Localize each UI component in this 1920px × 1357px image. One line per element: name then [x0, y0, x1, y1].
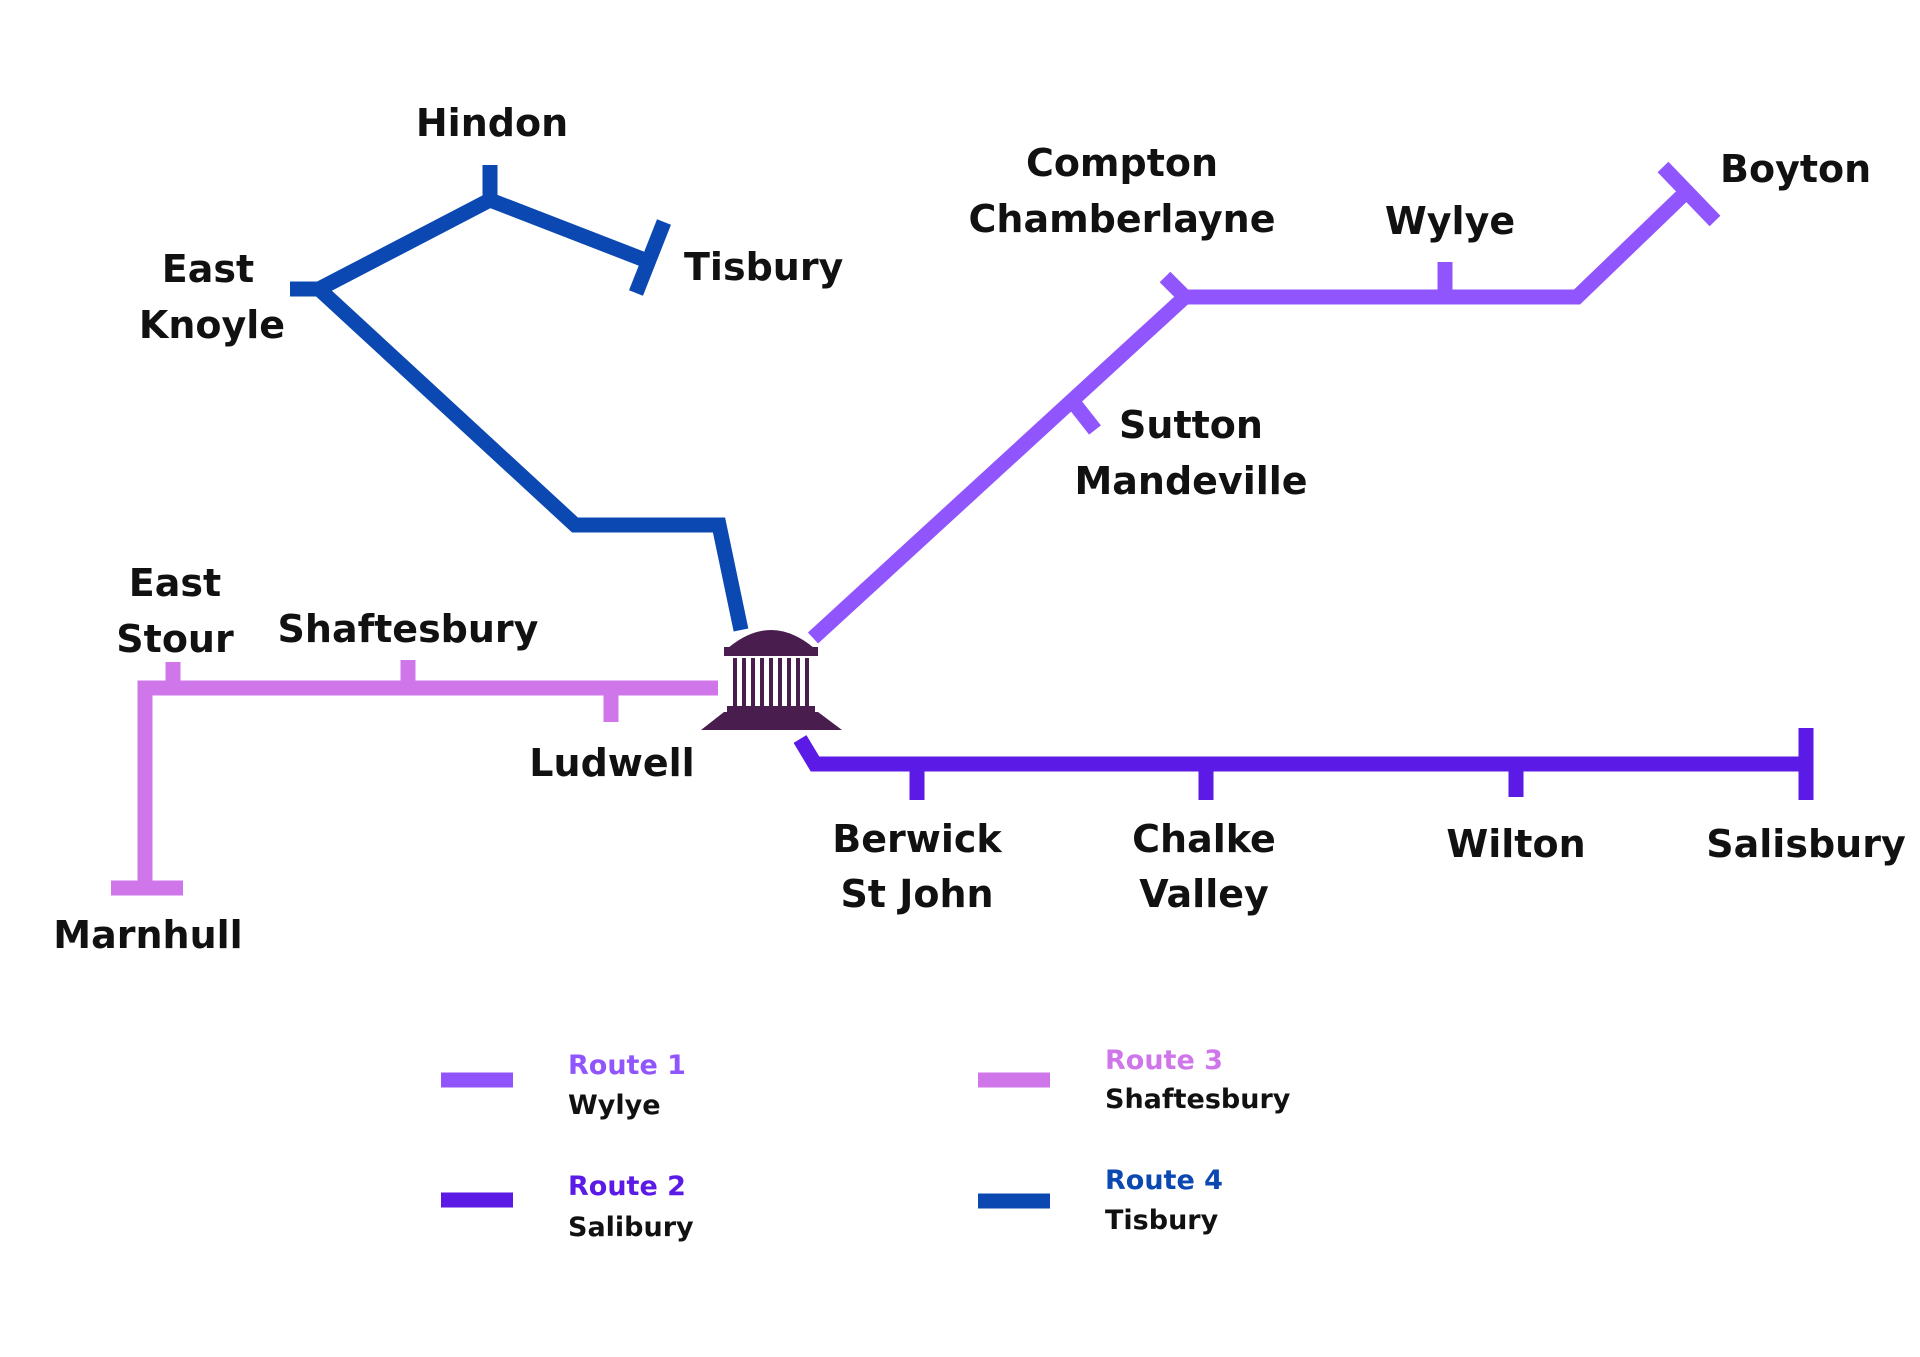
label-east-knoyle-line2: Knoyle [139, 303, 285, 347]
legend-item-route-1: Route 1 Wylye [441, 1050, 686, 1121]
label-berwick-line2: St John [840, 872, 993, 916]
label-sutton-line1: Sutton [1119, 403, 1263, 447]
label-chalke-line1: Chalke [1132, 817, 1276, 861]
label-east-stour-line1: East [129, 561, 221, 605]
tick-sutton-mandeville [1067, 397, 1101, 435]
tick-boyton [1657, 161, 1721, 227]
route-1-wylye [807, 161, 1721, 644]
route-2-line [793, 735, 1806, 772]
legend-title-route-3: Route 3 [1105, 1045, 1223, 1076]
station-labels: Hindon Tisbury East Knoyle Compton Chamb… [53, 101, 1906, 957]
legend-title-route-2: Route 2 [568, 1171, 686, 1202]
route-3-shaftesbury [111, 660, 718, 896]
legend-sub-route-1: Wylye [568, 1090, 661, 1121]
label-sutton-line2: Mandeville [1074, 459, 1307, 503]
legend-sub-route-3: Shaftesbury [1105, 1084, 1291, 1115]
label-boyton: Boyton [1720, 147, 1871, 191]
label-tisbury: Tisbury [684, 245, 844, 289]
museum-building-icon [701, 630, 842, 730]
label-hindon: Hindon [416, 101, 568, 145]
legend-item-route-2: Route 2 Salibury [441, 1171, 694, 1243]
label-chalke-line2: Valley [1139, 872, 1269, 916]
tick-compton-chamberlayne [1159, 271, 1191, 303]
label-ludwell: Ludwell [529, 741, 694, 785]
label-east-knoyle-line1: East [162, 247, 254, 291]
route-2-salisbury [793, 728, 1814, 800]
route-3-line [137, 680, 718, 888]
label-shaftesbury: Shaftesbury [278, 607, 539, 651]
legend-item-route-3: Route 3 Shaftesbury [978, 1045, 1291, 1115]
route-4-line [306, 191, 749, 632]
legend: Route 1 Wylye Route 2 Salibury Route 3 S… [441, 1045, 1291, 1243]
legend-sub-route-4: Tisbury [1105, 1205, 1219, 1236]
tick-tisbury [629, 219, 671, 296]
label-compton-line1: Compton [1026, 141, 1218, 185]
legend-title-route-1: Route 1 [568, 1050, 686, 1081]
label-wilton: Wilton [1446, 822, 1585, 866]
label-berwick-line1: Berwick [832, 817, 1002, 861]
legend-title-route-4: Route 4 [1105, 1165, 1223, 1196]
label-east-stour-line2: Stour [116, 617, 234, 661]
legend-sub-route-2: Salibury [568, 1212, 694, 1243]
route-1-line [807, 190, 1688, 644]
label-compton-line2: Chamberlayne [969, 197, 1276, 241]
route-4-tisbury [290, 165, 749, 632]
label-salisbury: Salisbury [1706, 822, 1906, 866]
label-marnhull: Marnhull [53, 913, 242, 957]
legend-item-route-4: Route 4 Tisbury [978, 1165, 1223, 1236]
label-wylye: Wylye [1385, 199, 1515, 243]
